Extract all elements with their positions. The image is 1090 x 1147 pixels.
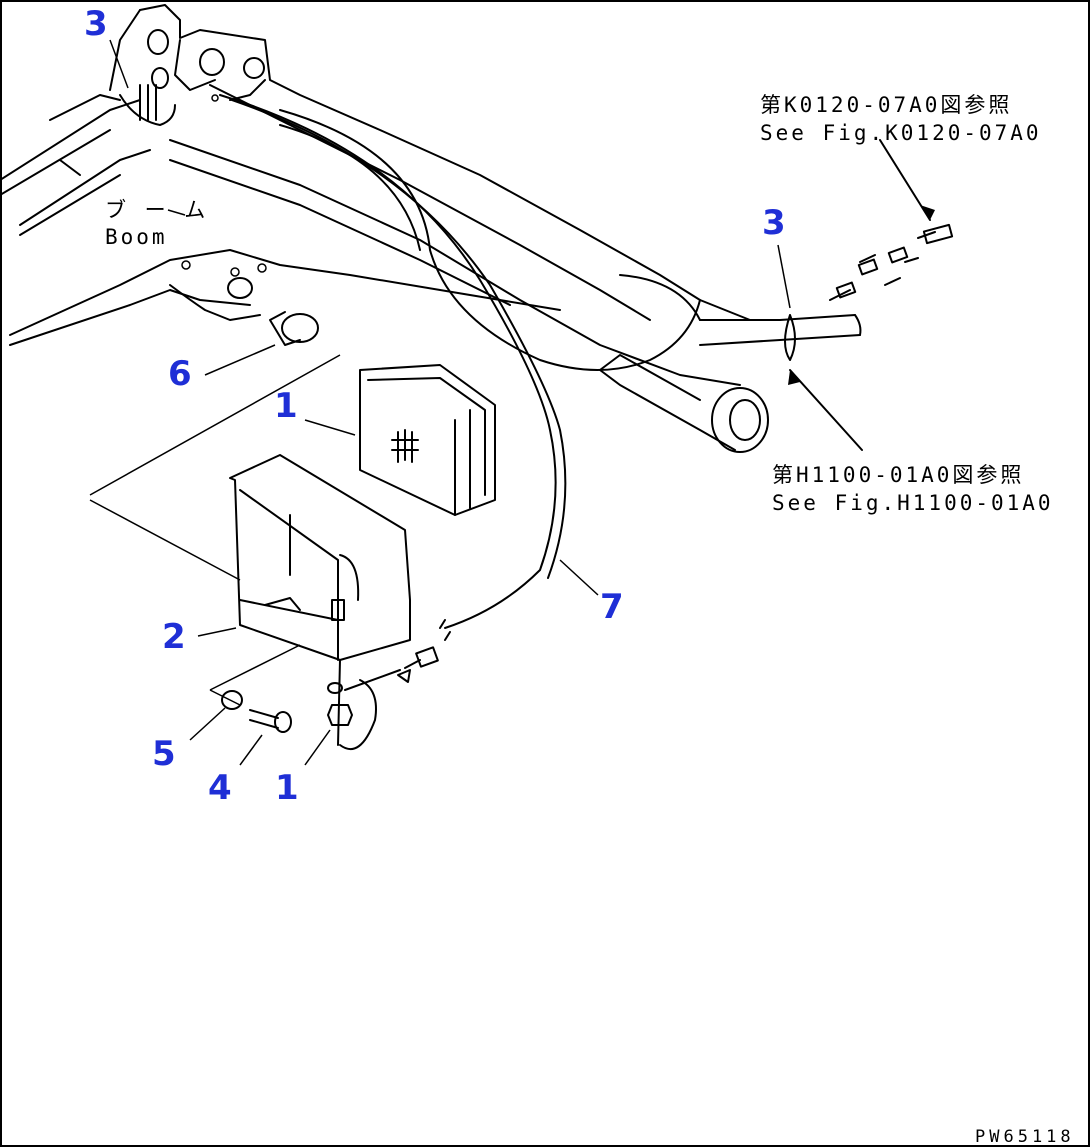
callout-1-nut: 1 (275, 768, 299, 808)
callout-7: 7 (600, 587, 624, 627)
boom-drawing (0, 4, 954, 629)
lamp-bracket-drawing (89, 39, 791, 766)
callout-6: 6 (168, 354, 192, 394)
callout-1-lamp: 1 (274, 386, 298, 426)
reference-top-japanese: 第K0120-07A0図参照 (760, 93, 1012, 117)
reference-bottom-english: See Fig.H1100-01A0 (772, 491, 1054, 515)
callout-4: 4 (208, 768, 232, 808)
reference-bottom-japanese: 第H1100-01A0図参照 (772, 463, 1024, 487)
callout-2: 2 (162, 617, 186, 657)
boom-label-english: Boom (105, 225, 168, 249)
reference-top-english: See Fig.K0120-07A0 (760, 121, 1042, 145)
boom-label-japanese: ブ ー ム (105, 198, 208, 222)
callout-3-top: 3 (84, 4, 108, 44)
figure-code: PW65118 (975, 1127, 1075, 1147)
callout-3-right: 3 (762, 203, 786, 243)
callout-5: 5 (152, 734, 176, 774)
